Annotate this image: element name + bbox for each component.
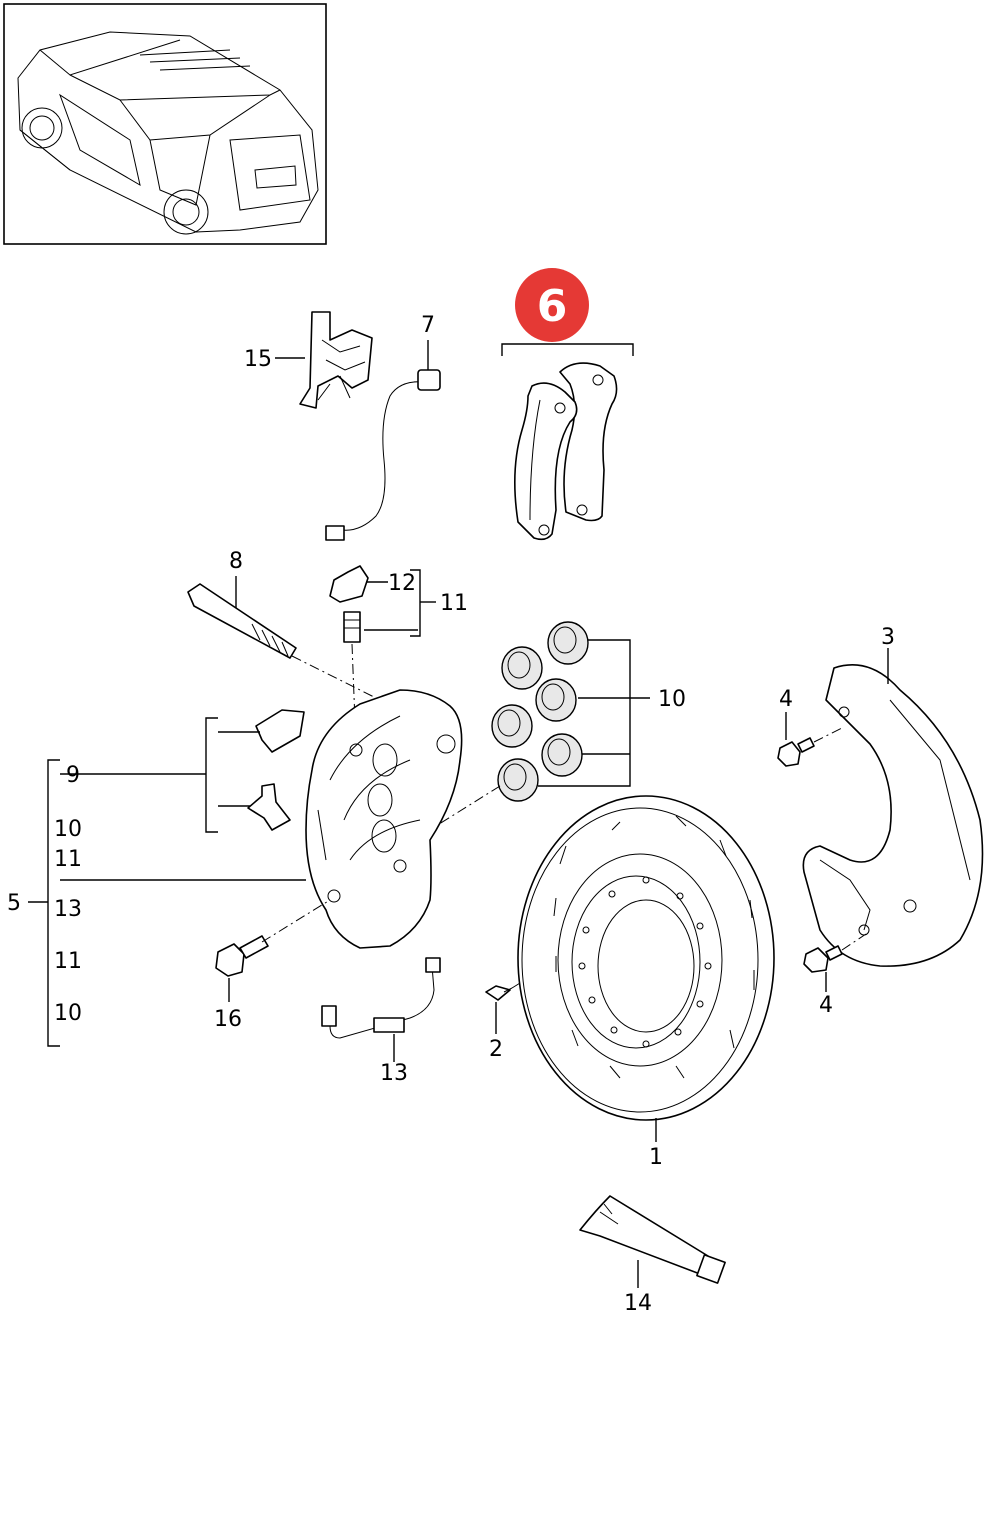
highlight-badge[interactable]: 6 [515,268,589,342]
part-1-brake-disc[interactable] [517,795,775,1121]
callout-14: 14 [624,1291,652,1316]
svg-text:10: 10 [54,817,82,842]
callout-1: 1 [649,1145,663,1170]
callout-8: 8 [229,549,243,574]
svg-text:11: 11 [54,949,82,974]
part-7-wear-sensor[interactable] [325,369,441,541]
badge-bracket [501,343,634,356]
part-16-mount-bolt[interactable] [215,935,269,977]
part-9-pad-clips[interactable] [247,709,305,831]
callout-12: 12 [388,571,416,596]
part-12-bleeder-cap[interactable] [329,565,369,603]
callout-5: 5 [7,891,21,916]
part-10-piston-seals[interactable] [491,621,589,802]
callout-2: 2 [489,1037,503,1062]
part-8-guide-bolt[interactable] [187,583,297,659]
part-15-spring-bracket[interactable] [299,311,373,409]
part-5-brake-caliper[interactable] [305,689,463,949]
callout-10: 10 [658,687,686,712]
badge-label: 6 [537,281,568,332]
svg-text:10: 10 [54,1001,82,1026]
callout-11: 11 [440,591,468,616]
brake-pads[interactable] [514,362,618,541]
callout-4-lower: 4 [819,993,833,1018]
callout-16: 16 [214,1007,242,1032]
callout-7: 7 [421,313,435,338]
part-13-brake-line[interactable] [321,957,441,1039]
vehicle-thumbnail [3,3,327,245]
part-3-splash-shield[interactable] [802,664,984,967]
callout-4-upper: 4 [779,687,793,712]
part-11-bleeder-screw[interactable] [343,611,361,643]
callout-13: 13 [380,1061,408,1086]
part-4-shield-bolt-upper[interactable] [777,737,815,767]
part-4-shield-bolt-lower[interactable] [803,945,843,973]
group-5-subpart-list: 9 10 11 13 11 10 [54,763,82,1026]
callout-15: 15 [244,347,272,372]
svg-text:13: 13 [54,897,82,922]
part-14-grease-tube[interactable] [579,1195,726,1284]
svg-text:9: 9 [66,763,80,788]
svg-text:11: 11 [54,847,82,872]
part-2-rotor-screw[interactable] [485,985,513,1001]
callout-3: 3 [881,625,895,650]
